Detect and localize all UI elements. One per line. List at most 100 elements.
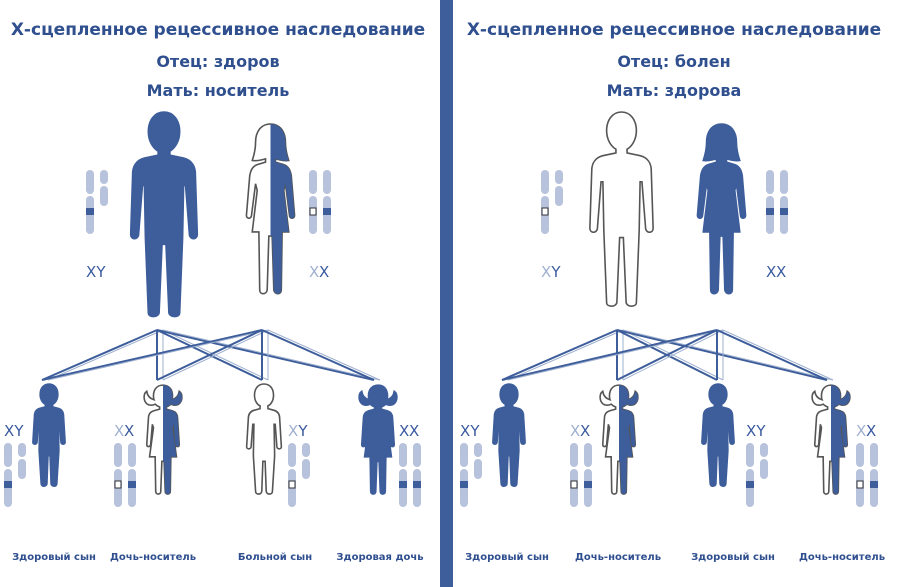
gene-band xyxy=(323,208,331,215)
chromosome-arm xyxy=(870,443,878,467)
right-mother-chromosome-1 xyxy=(766,170,774,234)
gene-band xyxy=(128,481,136,488)
left-child3-figure xyxy=(245,383,283,495)
right-child1-chromosome-1 xyxy=(460,443,468,507)
left-child3-xy-label: XY xyxy=(288,422,308,440)
chromosome-arm xyxy=(746,443,754,467)
left-mother-figure xyxy=(245,123,296,295)
right-child4-caption: Дочь-носитель xyxy=(798,552,886,563)
chromosome-letter: X xyxy=(866,422,877,440)
chromosome-letter: X xyxy=(856,422,867,440)
right-inheritance-line xyxy=(507,329,724,381)
right-inheritance-line xyxy=(722,329,834,381)
chromosome-arm xyxy=(302,443,310,457)
right-child3-caption: Здоровый сын xyxy=(691,552,775,563)
chromosome-letter: Y xyxy=(96,263,106,281)
chromosome-arm xyxy=(86,170,94,194)
right-inheritance-line xyxy=(716,329,828,381)
figure-body xyxy=(358,384,398,495)
chromosome-arm xyxy=(114,443,122,467)
chromosome-letter: Y xyxy=(756,422,766,440)
left-child1-figure xyxy=(32,383,66,487)
figure-light-half xyxy=(245,123,296,295)
chromosome-letter: X xyxy=(4,422,15,440)
chromosome-arm xyxy=(570,443,578,467)
right-inheritance-line xyxy=(616,329,718,381)
gene-band xyxy=(780,208,788,215)
chromosome-arm xyxy=(760,443,768,457)
chromosome-arm xyxy=(555,186,563,206)
chromosome-arm xyxy=(4,443,12,467)
left-inheritance-line xyxy=(41,329,263,381)
left-child1-chromosome-1 xyxy=(4,443,12,507)
gene-band-empty xyxy=(856,480,864,489)
right-child4-chromosome-2 xyxy=(870,443,878,507)
right-father-chromosome-2 xyxy=(555,170,563,206)
chromosome-arm xyxy=(100,186,108,206)
gene-band-empty xyxy=(114,480,122,489)
right-inheritance-line xyxy=(622,329,834,381)
chromosome-arm xyxy=(413,443,421,467)
left-inheritance-line xyxy=(261,329,375,381)
left-child4-figure xyxy=(358,384,398,495)
chromosome-letter: X xyxy=(124,422,135,440)
right-child2-chromosome-1 xyxy=(570,443,578,507)
right-inheritance-line xyxy=(501,329,618,381)
chromosome-letter: X xyxy=(399,422,410,440)
right-mother-xx-label: XX xyxy=(766,263,786,281)
left-title: Х-сцепленное рецессивное наследование xyxy=(10,20,426,40)
left-mother-xx-label: XX xyxy=(309,263,329,281)
left-inheritance-line xyxy=(156,329,375,381)
left-inheritance-line xyxy=(162,329,381,381)
left-child2-figure xyxy=(143,384,183,495)
right-child4-chromosome-1 xyxy=(856,443,864,507)
figure-dark-half xyxy=(270,124,295,294)
right-child4-xx-label: XX xyxy=(856,422,876,440)
right-father-xy-label: XY xyxy=(541,263,561,281)
right-child3-figure xyxy=(701,383,735,487)
chromosome-arm xyxy=(323,170,331,194)
chromosome-arm xyxy=(302,459,310,479)
left-child4-chromosome-1 xyxy=(399,443,407,507)
right-inheritance-line xyxy=(616,329,828,381)
left-inheritance-line xyxy=(162,329,269,381)
chromosome-letter: X xyxy=(86,263,97,281)
chromosome-arm xyxy=(18,443,26,457)
right-father-figure xyxy=(589,111,654,307)
figure-body xyxy=(129,111,199,318)
chromosome-letter: X xyxy=(746,422,757,440)
chromosome-letter: X xyxy=(541,263,552,281)
chromosome-letter: X xyxy=(288,422,299,440)
left-mother-chromosome-1 xyxy=(309,170,317,234)
chromosome-letter: X xyxy=(580,422,591,440)
left-inheritance-line xyxy=(267,329,381,381)
left-child4-xx-label: XX xyxy=(399,422,419,440)
chromosome-arm xyxy=(309,170,317,194)
gene-band xyxy=(86,208,94,215)
left-child1-chromosome-2 xyxy=(18,443,26,479)
gene-band xyxy=(870,481,878,488)
left-child1-caption: Здоровый сын xyxy=(12,552,96,563)
chromosome-arm xyxy=(128,443,136,467)
left-child3-caption: Больной сын xyxy=(237,552,313,563)
chromosomes-layer xyxy=(4,170,878,507)
chromosome-letter: X xyxy=(776,263,787,281)
left-father-chromosome-2 xyxy=(100,170,108,206)
figure-body xyxy=(492,383,526,487)
right-father-chromosome-1 xyxy=(541,170,549,234)
gene-band xyxy=(399,481,407,488)
figure-dark-half xyxy=(619,385,638,495)
right-inheritance-line xyxy=(507,329,624,381)
gene-band xyxy=(460,481,468,488)
inheritance-lines xyxy=(41,329,834,381)
left-child1-xy-label: XY xyxy=(4,422,24,440)
left-inheritance-line xyxy=(156,329,263,381)
left-child4-chromosome-2 xyxy=(413,443,421,507)
left-child3-chromosome-2 xyxy=(302,443,310,479)
figures-layer xyxy=(32,111,851,495)
right-child1-xy-label: XY xyxy=(460,422,480,440)
left-inheritance-line xyxy=(41,329,158,381)
right-inheritance-line xyxy=(501,329,718,381)
